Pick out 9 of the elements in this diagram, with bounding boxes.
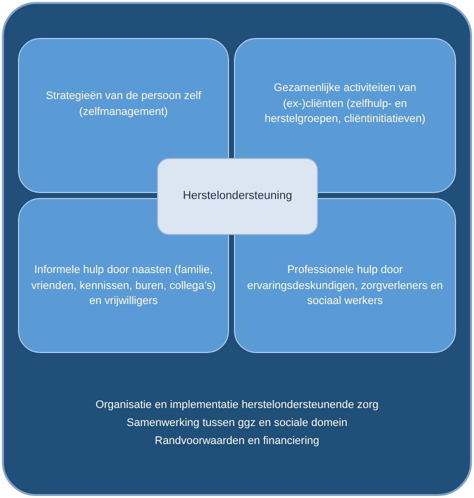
box-text: Informele hulp door naasten (familie, vrienden, kennissen, buren, collega’s) en vrijwilligers — [30, 262, 217, 310]
statement-text: Randvoorwaarden en financiering — [154, 434, 320, 449]
box-text: Professionele hulp door ervaringsdeskundigen, zorgverleners en sociaal werkers — [247, 262, 443, 310]
center-box — [157, 158, 318, 235]
box-text: Gezamenlijke activiteiten van (ex-)cliënten (zelfhulp- en herstelgroepen, cliëntinitiatieven) — [264, 80, 426, 128]
box-text: Strategieën van de persoon zelf (zelfmanagement) — [44, 88, 202, 120]
statement-text: Samenwerking tussen ggz en sociale domein — [126, 416, 348, 431]
center-title: Herstelondersteuning — [182, 189, 292, 204]
statement-text: Organisatie en implementatie herstelondersteunende zorg — [95, 398, 379, 413]
